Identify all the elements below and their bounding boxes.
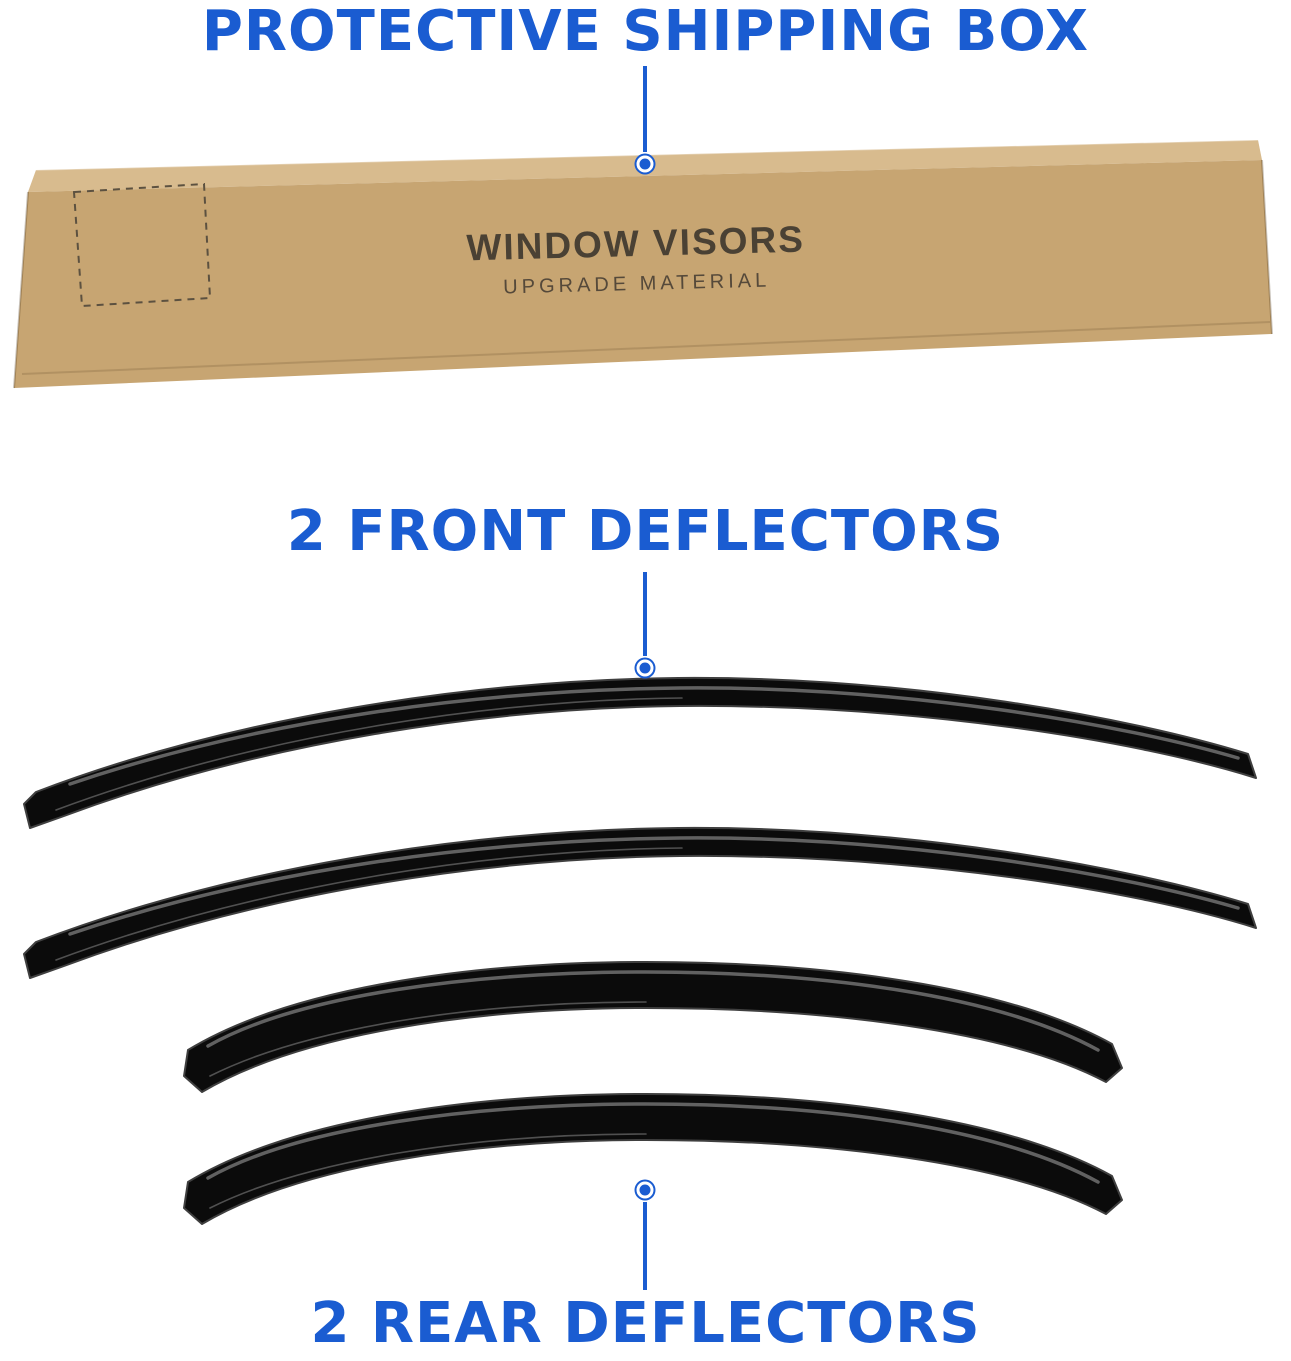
- box-title-text: WINDOW VISORS: [466, 219, 805, 269]
- callout-line-rear: [643, 1202, 647, 1290]
- callout-line-top: [643, 66, 647, 152]
- box-printed-text: WINDOW VISORS UPGRADE MATERIAL: [466, 219, 805, 299]
- shipping-box-image: WINDOW VISORS UPGRADE MATERIAL: [13, 139, 1273, 389]
- box-front-face: [14, 160, 1272, 388]
- front-deflector-1: [22, 676, 1258, 830]
- box-bottom-crease: [21, 321, 1271, 375]
- box-top-highlight: [35, 139, 1259, 171]
- callout-line-front: [643, 572, 647, 656]
- box-left-edge: [13, 191, 29, 389]
- heading-front-deflectors: 2 FRONT DEFLECTORS: [286, 499, 1005, 564]
- rear-deflector-2: [182, 1092, 1124, 1226]
- front-deflector-2: [22, 826, 1258, 980]
- callout-dot-front-deflectors: [636, 659, 654, 677]
- callout-dot-rear-deflectors: [636, 1181, 654, 1199]
- heading-protective-shipping-box: PROTECTIVE SHIPPING BOX: [201, 0, 1090, 64]
- rear-deflector-1: [182, 960, 1124, 1094]
- heading-rear-deflectors: 2 REAR DEFLECTORS: [310, 1291, 981, 1356]
- callout-dot-shipping-box: [636, 155, 654, 173]
- box-right-edge: [1261, 159, 1273, 335]
